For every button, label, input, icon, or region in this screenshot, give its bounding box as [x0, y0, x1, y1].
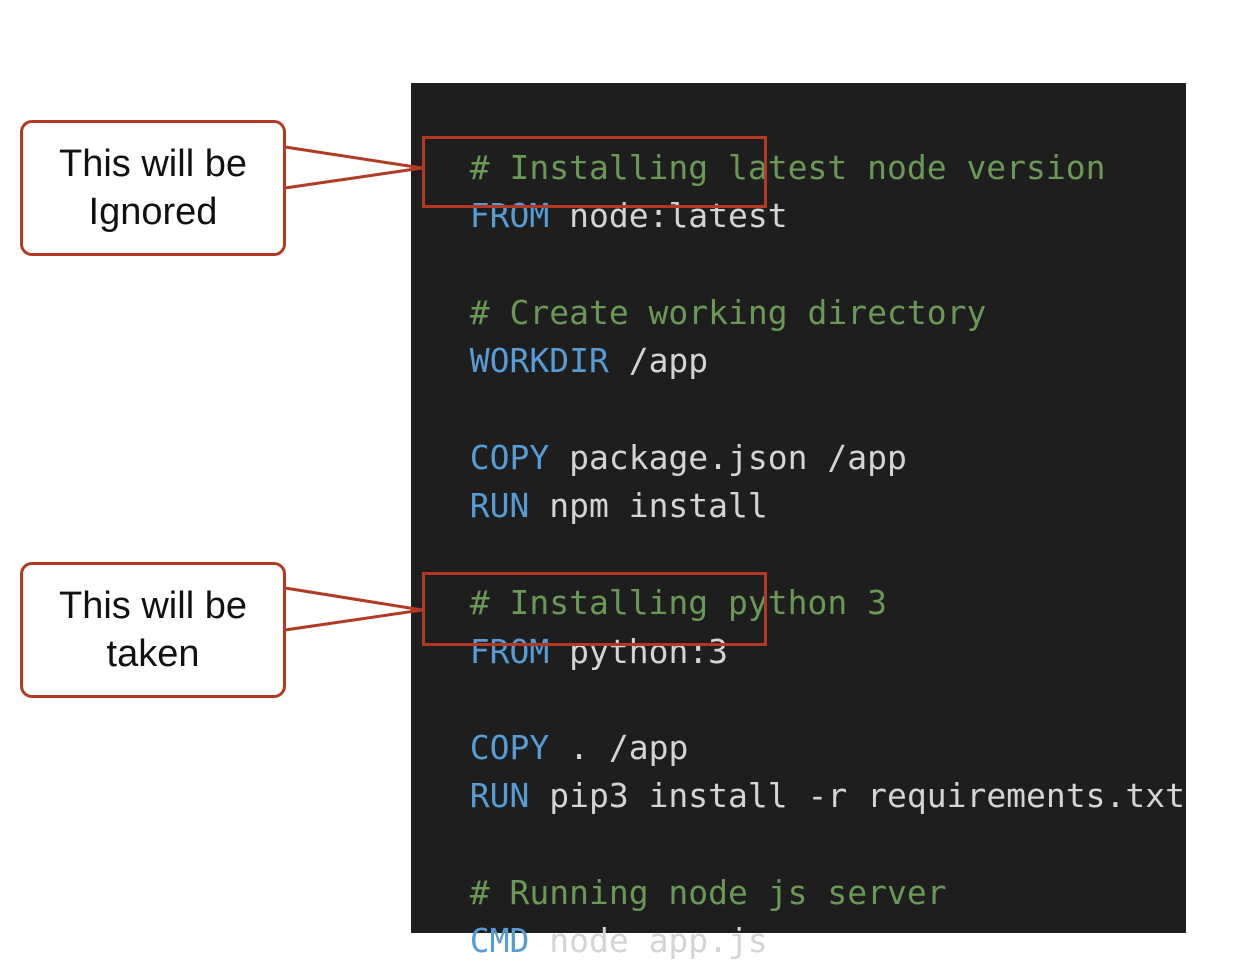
comment-text: # Installing latest node version — [469, 148, 1106, 187]
instruction-argument: pip3 install -r requirements.txt — [529, 776, 1185, 815]
highlight-from-node — [422, 136, 767, 208]
code-line-from-node: FROM node:latest — [430, 144, 788, 235]
connector-taken — [284, 586, 423, 612]
instruction-argument: package.json /app — [549, 438, 907, 477]
connector-ignored — [284, 166, 423, 190]
comment-text: # Installing python 3 — [469, 583, 887, 622]
instruction-keyword: FROM — [469, 196, 550, 235]
instruction-argument: . /app — [549, 728, 689, 767]
connector-taken — [284, 608, 423, 632]
callout-text-line: taken — [106, 633, 200, 675]
code-line-comment-python: # Installing python 3 — [430, 531, 887, 622]
callout-ignored: This will be Ignored — [20, 120, 286, 256]
instruction-argument: python:3 — [549, 632, 729, 671]
instruction-argument: npm install — [529, 486, 768, 525]
dockerfile-code-panel — [411, 83, 1186, 933]
instruction-argument: /app — [608, 341, 709, 380]
code-line-comment-workdir: # Create working directory — [430, 241, 987, 332]
callout-taken: This will be taken — [20, 562, 286, 698]
code-line-copy-app: COPY . /app — [430, 676, 689, 767]
instruction-keyword: COPY — [469, 728, 550, 767]
code-line-comment-server: # Running node js server — [430, 821, 947, 912]
callout-text-line: This will be — [59, 585, 247, 627]
code-line-copy-package: COPY package.json /app — [430, 386, 907, 477]
instruction-keyword: WORKDIR — [469, 341, 609, 380]
code-line-comment-node: # Installing latest node version — [430, 96, 1106, 187]
comment-text: # Running node js server — [469, 873, 947, 912]
code-line-run-pip: RUN pip3 install -r requirements.txt — [430, 724, 1185, 815]
code-line-from-python: FROM python:3 — [430, 580, 728, 671]
code-line-run-npm: RUN npm install — [430, 434, 768, 525]
comment-text: # Create working directory — [469, 293, 987, 332]
code-line-workdir: WORKDIR /app — [430, 289, 708, 380]
instruction-keyword: COPY — [469, 438, 550, 477]
highlight-from-python — [422, 572, 767, 646]
instruction-keyword: RUN — [469, 486, 530, 525]
instruction-keyword: FROM — [469, 632, 550, 671]
instruction-keyword: CMD — [469, 921, 530, 960]
callout-text-line: This will be — [59, 143, 247, 185]
connector-ignored — [284, 145, 423, 170]
code-line-cmd: CMD node app.js — [430, 869, 768, 960]
instruction-argument: node:latest — [549, 196, 788, 235]
instruction-keyword: RUN — [469, 776, 530, 815]
instruction-argument: node app.js — [529, 921, 768, 960]
callout-text-line: Ignored — [88, 191, 218, 233]
